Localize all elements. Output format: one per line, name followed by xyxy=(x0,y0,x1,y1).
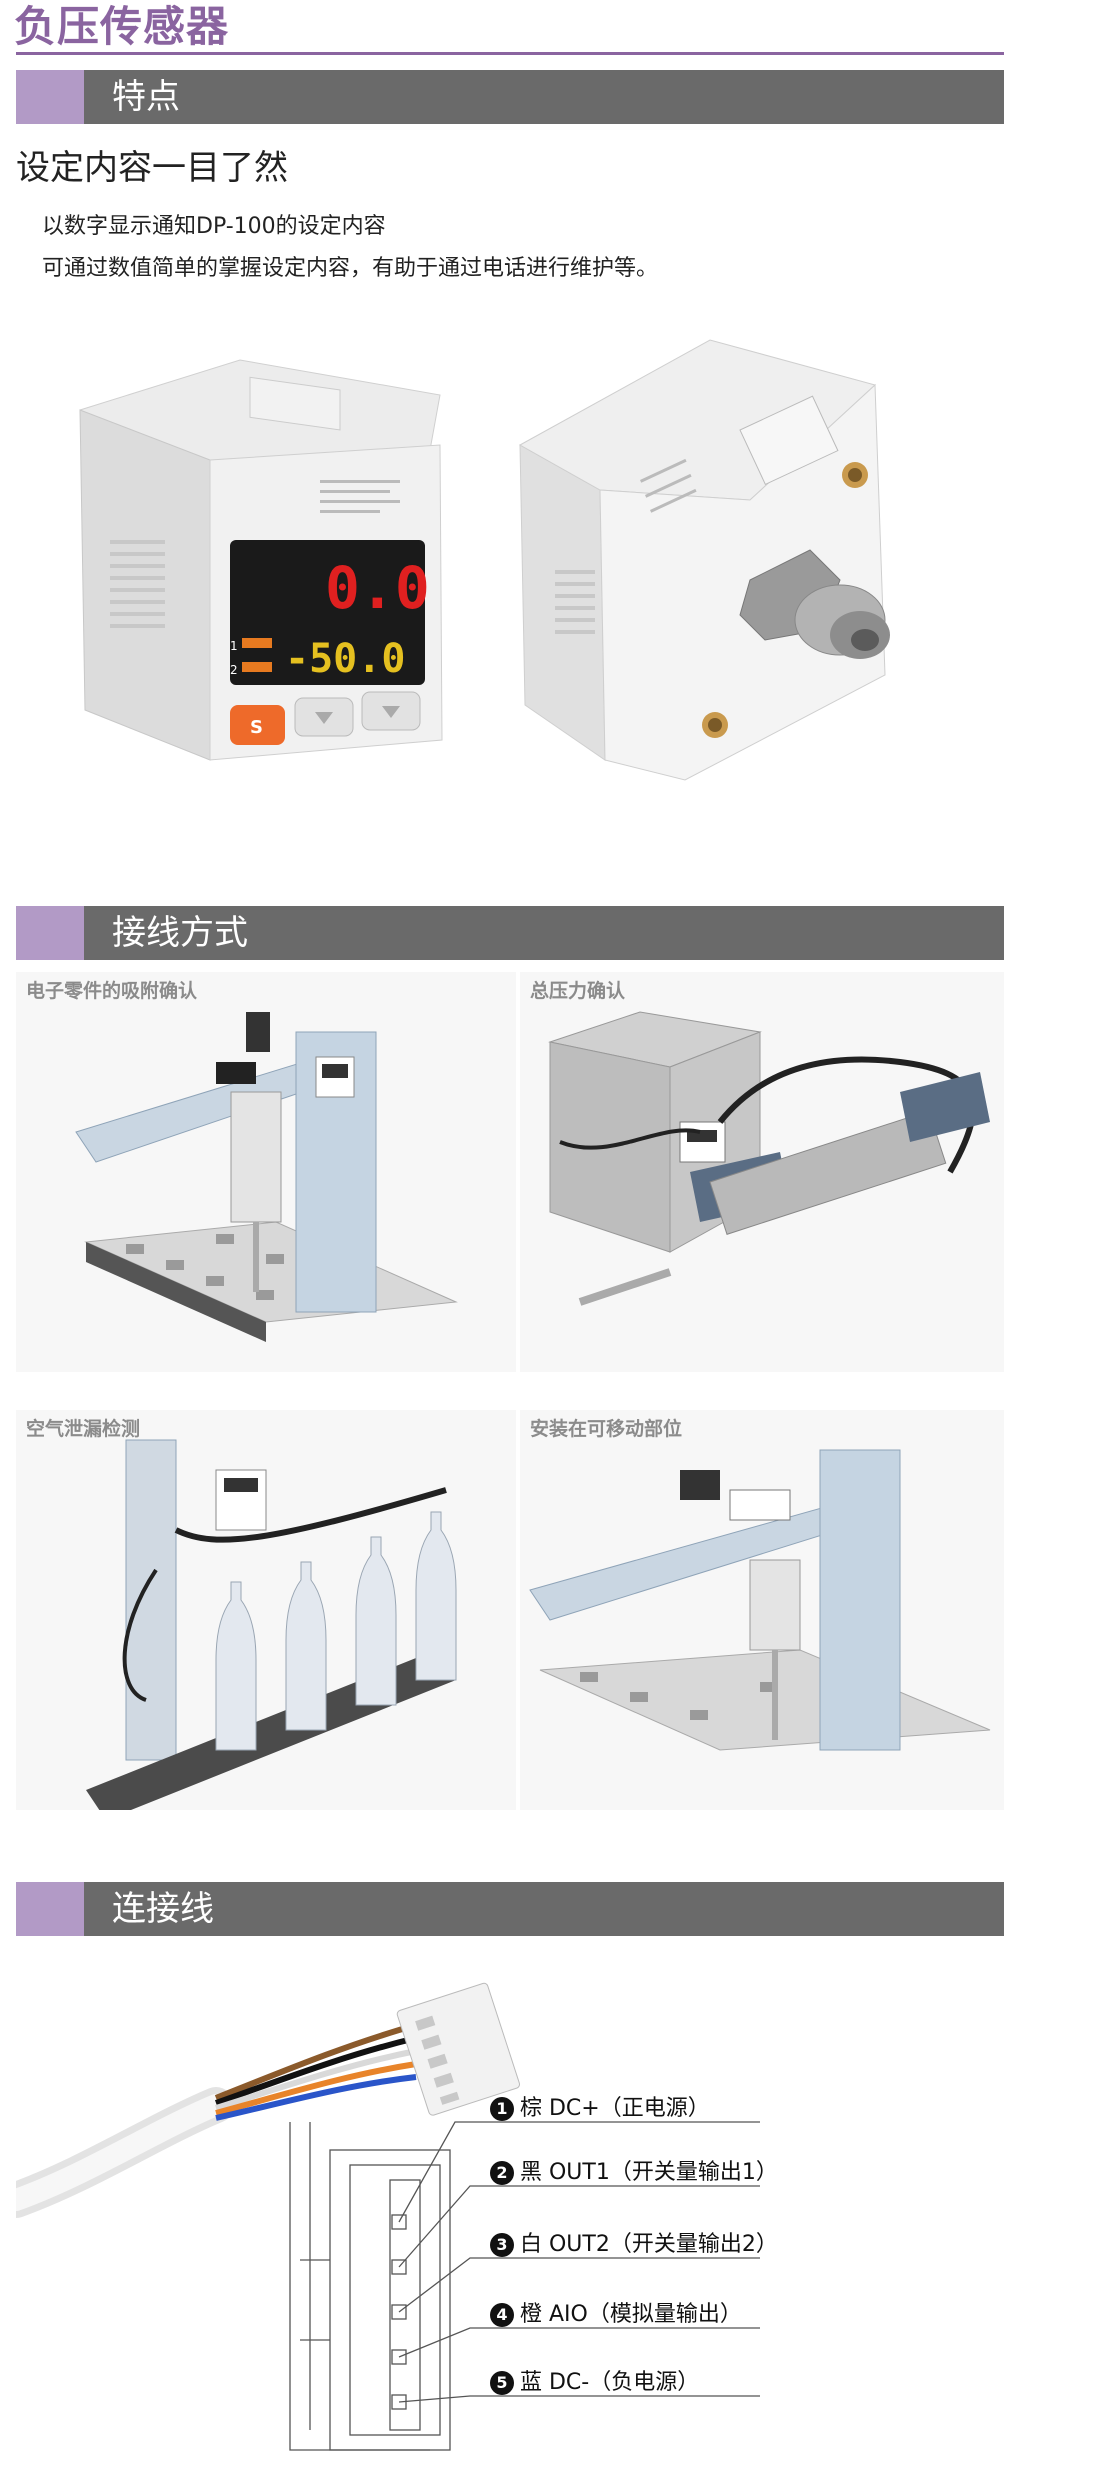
pin-diagram xyxy=(289,2121,760,2451)
app-label-moving-mount: 安装在可移动部位 xyxy=(530,1418,683,1440)
section-header-wiring: 接线方式 xyxy=(16,906,1004,960)
pin-text-3: 白 OUT2（开关量输出2） xyxy=(520,2232,778,2257)
pin-number-2: 2 xyxy=(490,2161,514,2185)
section-title: 连接线 xyxy=(112,1889,214,1929)
section-header-cable: 连接线 xyxy=(16,1882,1004,1936)
indicator-led-2 xyxy=(242,662,272,672)
pin-text-5: 蓝 DC-（负电源） xyxy=(520,2370,700,2395)
section-accent xyxy=(16,1882,84,1936)
section-title: 特点 xyxy=(112,77,180,117)
features-line-1: 以数字显示通知DP-100的设定内容 xyxy=(42,214,386,239)
pin-number-1: 1 xyxy=(490,2097,514,2121)
app-image-leak-detection xyxy=(16,1410,516,1820)
features-heading: 设定内容一目了然 xyxy=(16,148,288,188)
indicator-led-1 xyxy=(242,638,272,648)
app-label-component-pickup: 电子零件的吸附确认 xyxy=(26,980,198,1002)
pin-text-4: 橙 AIO（模拟量输出） xyxy=(520,2302,742,2327)
app-image-moving-mount xyxy=(520,1410,1004,1810)
s-button xyxy=(230,705,285,745)
section-accent xyxy=(16,906,84,960)
app-label-pressure-check: 总压力确认 xyxy=(530,980,626,1002)
sensor-front-image: 0.0 -50.0 1 2 S xyxy=(79,359,443,761)
title-divider xyxy=(16,52,1004,55)
pin-number-4: 4 xyxy=(490,2303,514,2327)
app-label-leak-detection: 空气泄漏检测 xyxy=(26,1418,141,1440)
app-image-component-pickup xyxy=(16,972,516,1372)
s-button-label: S xyxy=(250,717,263,738)
section-header-features: 特点 xyxy=(16,70,1004,124)
indicator-label-1: 1 xyxy=(230,639,238,653)
section-title: 接线方式 xyxy=(112,913,248,953)
pin-text-1: 棕 DC+（正电源） xyxy=(520,2096,710,2121)
indicator-label-2: 2 xyxy=(230,663,238,677)
pin-number-3: 3 xyxy=(490,2233,514,2257)
cable-image xyxy=(16,1982,521,2218)
display-top-value: 0.0 xyxy=(325,554,430,622)
features-line-2: 可通过数值简单的掌握设定内容，有助于通过电话进行维护等。 xyxy=(42,256,659,281)
display-bottom-value: -50.0 xyxy=(285,636,405,682)
page-title: 负压传感器 xyxy=(14,2,230,51)
sensor-back-image xyxy=(518,339,890,781)
pin-number-5: 5 xyxy=(490,2371,514,2395)
pin-text-2: 黑 OUT1（开关量输出1） xyxy=(520,2160,778,2185)
app-image-pressure-check xyxy=(520,972,1004,1372)
section-accent xyxy=(16,70,84,124)
